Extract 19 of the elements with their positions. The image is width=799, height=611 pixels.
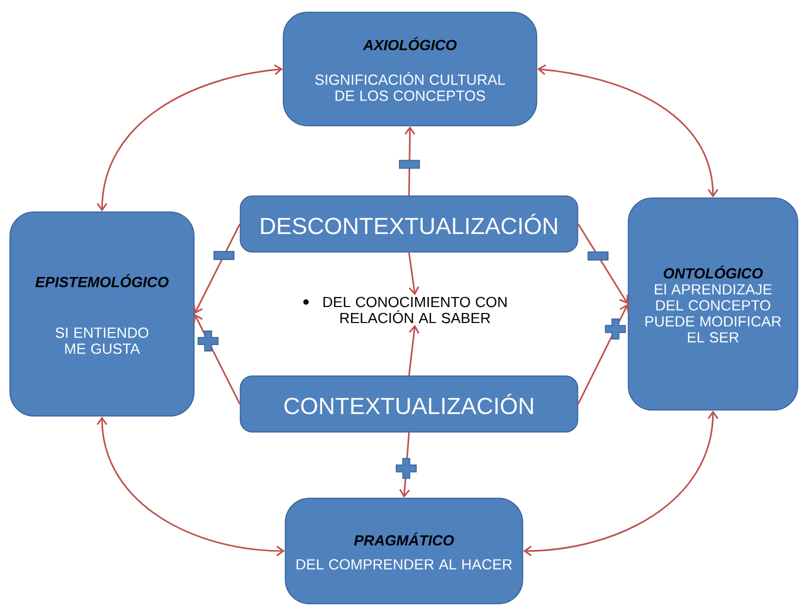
arrow	[193, 224, 241, 314]
center-text: DEL CONOCIMIENTO CON RELACIÓN AL SABER	[324, 296, 506, 324]
arrow	[408, 252, 420, 296]
arrow	[404, 126, 416, 196]
rounded-box: PRAGMÁTICO DEL COMPRENDER AL HACER	[284, 498, 524, 604]
arrow	[193, 314, 241, 404]
rounded-box: ONTOLÓGICO El APRENDIZAJE DEL CONCEPTO PUEDE MODIFICAR EL SER	[628, 197, 798, 411]
label-band: CONTEXTUALIZACIÓN	[240, 375, 578, 433]
rounded-box: AXIOLÓGICO SIGNIFICACIÓN CULTURAL DE LOS CONCEPTOS	[282, 12, 538, 126]
arrow	[399, 432, 410, 498]
arrow	[96, 64, 283, 212]
arrow	[577, 304, 630, 404]
arrow	[578, 224, 628, 304]
arrow	[537, 64, 718, 198]
arrow	[96, 416, 285, 556]
arrow	[408, 324, 420, 376]
rounded-box: EPISTEMOLÓGICO SI ENTIENDO ME GUSTA	[9, 211, 195, 417]
label-band: DESCONTEXTUALIZACIÓN	[240, 195, 578, 253]
arrow	[523, 410, 718, 556]
